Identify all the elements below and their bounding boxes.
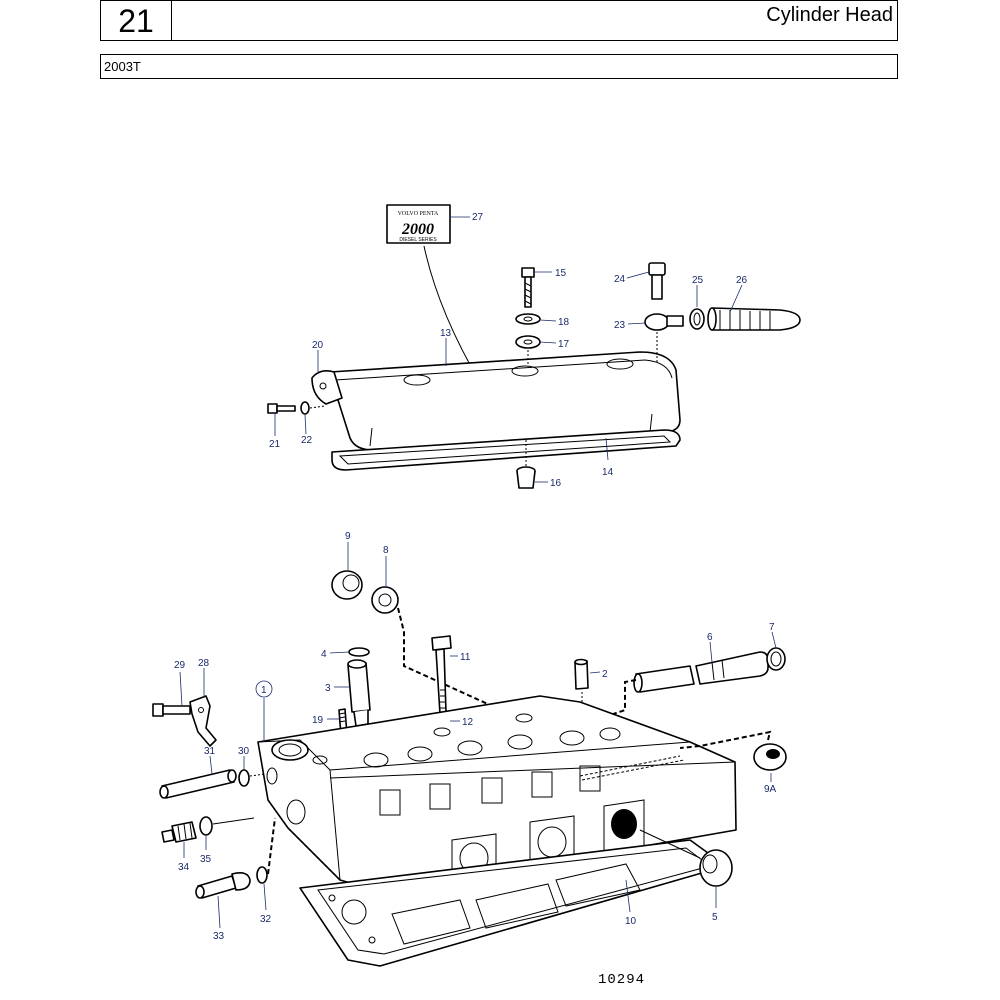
callout-10: 10 xyxy=(625,916,637,927)
callout-labels: 27 15 24 25 26 18 23 17 13 20 21 22 14 1… xyxy=(174,212,777,942)
path-9a-to-head xyxy=(679,730,772,749)
engine-model: 2003T xyxy=(104,59,141,74)
path-32-to-head xyxy=(267,817,276,875)
temp-sensor xyxy=(161,821,197,843)
bracket xyxy=(189,695,217,747)
callout-30: 30 xyxy=(238,746,250,757)
logo-brand: VOLVO PENTA xyxy=(398,211,439,217)
drawing-reference-number: 10294 xyxy=(598,972,646,988)
logo-plate: VOLVO PENTA 2000 DIESEL SERIES xyxy=(386,204,451,244)
o-ring-7-hole xyxy=(770,651,782,667)
cylinder-head xyxy=(257,695,737,893)
callout-1-circle xyxy=(255,680,273,698)
callout-25: 25 xyxy=(692,275,704,286)
callout-5: 5 xyxy=(712,912,718,923)
washer-35 xyxy=(199,816,213,836)
bracket-bolt xyxy=(152,703,191,717)
callout-6: 6 xyxy=(707,632,713,643)
washer-22 xyxy=(300,401,310,415)
o-ring-7 xyxy=(766,647,786,671)
o-ring-30 xyxy=(238,769,250,787)
callout-12: 12 xyxy=(462,717,474,728)
callout-13: 13 xyxy=(440,328,452,339)
page-title: Cylinder Head xyxy=(766,4,893,26)
seal-9a xyxy=(753,743,787,771)
water-tube-31 xyxy=(159,769,237,799)
leader-lines xyxy=(179,216,777,929)
cover-gasket-inner xyxy=(338,435,672,465)
callout-19: 19 xyxy=(312,715,324,726)
callout-21: 21 xyxy=(269,439,281,450)
o-ring-32 xyxy=(256,866,268,884)
callout-27: 27 xyxy=(472,212,484,223)
core-plug xyxy=(699,849,733,887)
callout-28: 28 xyxy=(198,658,210,669)
callout-34: 34 xyxy=(178,862,190,873)
callout-29: 29 xyxy=(174,660,186,671)
callout-3: 3 xyxy=(325,683,331,694)
callout-9a: 9A xyxy=(764,784,777,795)
callout-2: 2 xyxy=(602,669,608,680)
callout-31: 31 xyxy=(204,746,216,757)
breather-hose xyxy=(707,307,801,331)
callout-9: 9 xyxy=(345,531,351,542)
callout-33: 33 xyxy=(213,931,225,942)
logo-series-text: DIESEL SERIES xyxy=(399,237,437,243)
screw-axis xyxy=(309,405,326,409)
grommet xyxy=(516,440,536,489)
callout-14: 14 xyxy=(602,467,614,478)
callout-11: 11 xyxy=(460,652,471,663)
tube-31-axis xyxy=(249,773,266,777)
head-gasket xyxy=(299,839,727,967)
seal-17-hole xyxy=(523,339,533,345)
connecting-tube xyxy=(633,651,769,693)
callout-26: 26 xyxy=(736,275,748,286)
callout-22: 22 xyxy=(301,435,313,446)
callout-8: 8 xyxy=(383,545,389,556)
washer-8 xyxy=(371,586,399,614)
model-row: 2003T xyxy=(100,54,898,79)
path-8-to-head xyxy=(397,607,491,706)
banjo-bolt xyxy=(648,262,666,300)
cap-9 xyxy=(331,570,363,600)
injector-sleeve xyxy=(347,659,371,727)
washer-18 xyxy=(515,313,541,325)
sensor-axis xyxy=(212,817,255,825)
washer-18-hole xyxy=(523,316,533,322)
water-tube-33 xyxy=(195,872,251,899)
callout-16: 16 xyxy=(550,478,562,489)
callout-35: 35 xyxy=(200,854,212,865)
callout-23: 23 xyxy=(614,320,626,331)
callout-20: 20 xyxy=(312,340,324,351)
cover-bolt xyxy=(521,267,535,308)
head-bolt xyxy=(431,635,452,715)
hose-clamp xyxy=(689,308,705,330)
section-number: 21 xyxy=(101,1,172,40)
header-row: 21 Cylinder Head xyxy=(100,0,898,41)
cover-screw xyxy=(267,403,296,414)
callout-4: 4 xyxy=(321,649,327,660)
callout-24: 24 xyxy=(614,274,626,285)
plug-line xyxy=(639,829,701,859)
banjo-fitting xyxy=(644,313,684,331)
logo-series-number: 2000 xyxy=(401,221,434,238)
callout-18: 18 xyxy=(558,317,570,328)
callout-7: 7 xyxy=(769,622,775,633)
callout-1: 1 xyxy=(261,685,267,696)
dowel-pin xyxy=(574,658,589,690)
o-ring-4 xyxy=(348,647,370,657)
seal-17 xyxy=(515,335,541,349)
callout-17: 17 xyxy=(558,339,570,350)
callout-15: 15 xyxy=(555,268,567,279)
callout-32: 32 xyxy=(260,914,272,925)
